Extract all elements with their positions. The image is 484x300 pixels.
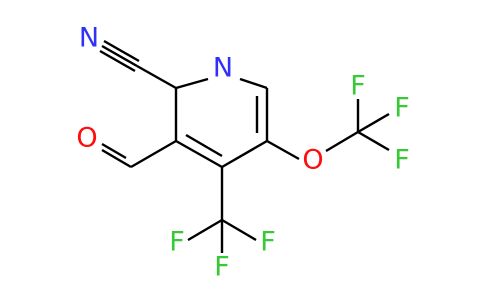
bond-c4-c3-inner xyxy=(185,133,223,158)
bond-ocf3-f-right-down xyxy=(357,130,390,152)
ring-nitrogen-label: N xyxy=(213,53,233,84)
bond-c3-cho xyxy=(130,139,177,169)
bond-c5-c4 xyxy=(221,139,268,169)
pyridine-ring xyxy=(174,77,269,169)
trifluoromethoxy-group xyxy=(266,99,390,161)
bond-c-o-2 xyxy=(101,142,127,160)
bond-n1-c6 xyxy=(239,77,268,90)
bond-triple-1 xyxy=(103,39,140,63)
fluorine-label: F xyxy=(260,227,276,258)
bond-cf3-f-right xyxy=(221,218,257,242)
bond-n1-c2 xyxy=(175,77,209,90)
ether-oxygen-label: O xyxy=(302,145,323,176)
fluorine-label: F xyxy=(214,252,230,283)
bond-cf3-f-left xyxy=(187,218,223,242)
aldehyde-oxygen-label: O xyxy=(76,123,97,154)
bond-c4-c3 xyxy=(175,139,223,169)
fluorine-label: F xyxy=(394,145,410,176)
fluorine-label: F xyxy=(394,93,410,124)
bond-ocf3-f-right-up xyxy=(357,112,390,134)
trifluoromethyl-group xyxy=(187,167,257,253)
bond-c2-cn xyxy=(136,64,177,90)
bond-c-o-1 xyxy=(101,148,132,169)
fluorine-label: F xyxy=(169,227,185,258)
bond-triple-3 xyxy=(99,49,136,73)
nitrile-group xyxy=(99,39,177,90)
bond-c5-o xyxy=(266,139,300,161)
fluorine-label: F xyxy=(350,71,366,102)
nitrile-nitrogen-label: N xyxy=(79,23,99,54)
bond-triple-2 xyxy=(101,44,138,68)
aldehyde-group xyxy=(101,139,177,169)
bond-o-c xyxy=(325,130,359,153)
